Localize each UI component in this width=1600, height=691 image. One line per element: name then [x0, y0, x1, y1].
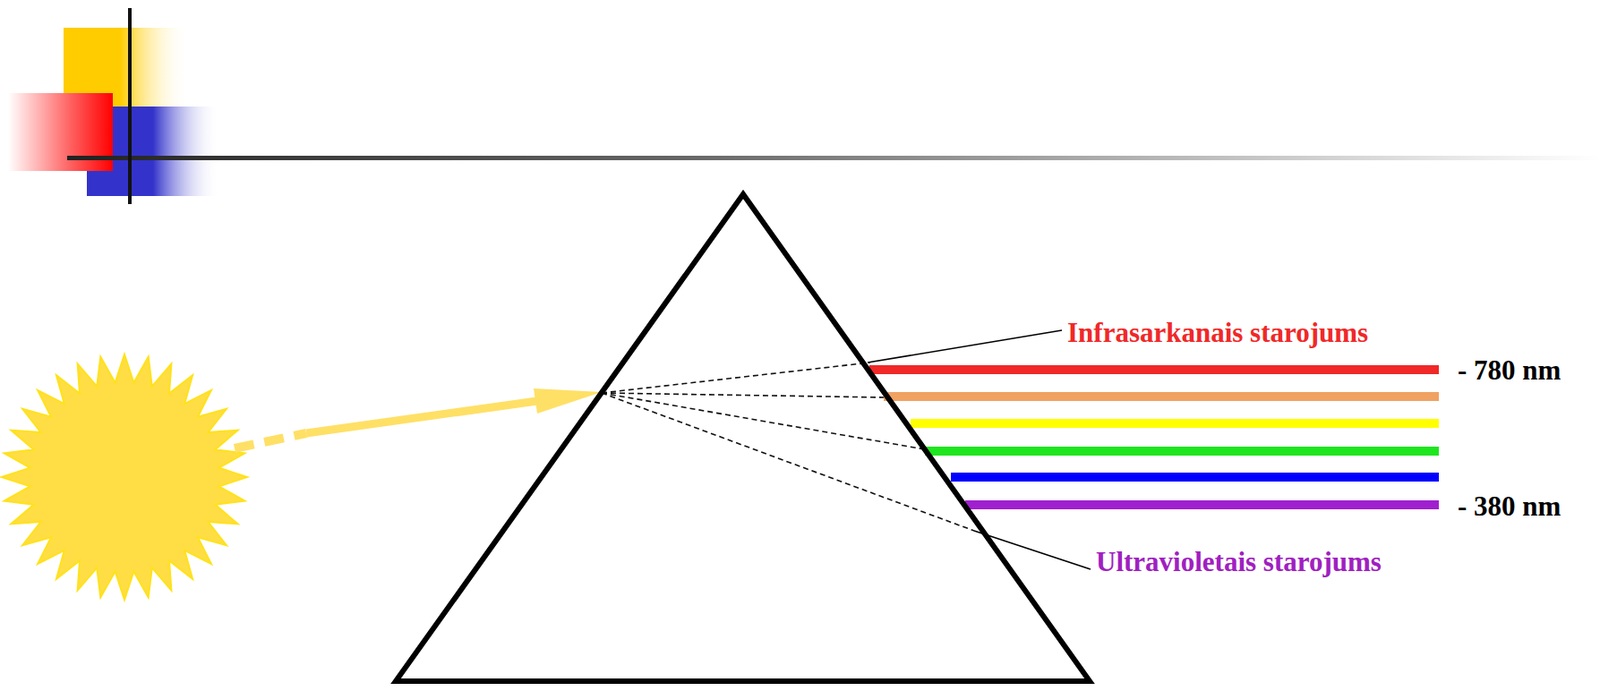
leader-line — [867, 330, 1062, 363]
ray — [601, 362, 871, 394]
blue-band — [950, 472, 1439, 482]
header-vertical-rule — [128, 8, 132, 205]
leader-line — [974, 530, 1091, 570]
ray — [601, 393, 975, 531]
ray — [601, 393, 885, 398]
yellow-band — [910, 419, 1439, 428]
beam-line — [306, 401, 538, 434]
ray — [601, 393, 925, 450]
violet-band — [965, 500, 1439, 510]
ultraviolet-label: Ultravioletais starojums — [1095, 546, 1382, 579]
wavelength-label: - 780 nm — [1457, 354, 1561, 387]
orange-band — [883, 392, 1439, 402]
beam-dashes — [234, 433, 307, 449]
prism — [395, 194, 1090, 682]
infrared-label: Infrasarkanais starojums — [1067, 316, 1369, 350]
header-decoration — [8, 8, 1600, 205]
sun-symbol — [1, 354, 248, 600]
wavelength-label: - 380 nm — [1457, 490, 1561, 523]
dispersion-rays — [601, 362, 975, 531]
red-band — [869, 365, 1439, 375]
header-rule — [67, 155, 1600, 161]
green-band — [924, 446, 1439, 456]
light-beam — [234, 388, 602, 449]
